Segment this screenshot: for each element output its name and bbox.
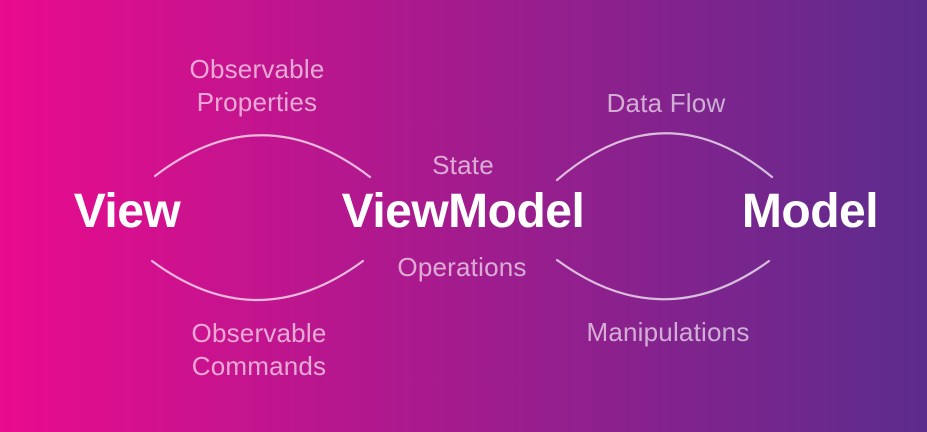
arc-model-to-viewmodel-bottom [555, 258, 771, 301]
arc-viewmodel-to-view-bottom [150, 259, 365, 302]
label-state: State [432, 150, 494, 180]
arc-view-to-viewmodel-top [153, 134, 372, 179]
label-operations: Operations [397, 252, 527, 282]
label-manipulations: Manipulations [586, 317, 750, 347]
label-observable-commands: Observable Commands [191, 318, 327, 381]
node-viewmodel: ViewModel [341, 185, 585, 238]
arc-viewmodel-to-model-top [555, 132, 774, 182]
label-data-flow: Data Flow [606, 88, 726, 118]
label-observable-properties: Observable Properties [189, 54, 325, 117]
node-view: View [73, 185, 181, 238]
node-model: Model [741, 185, 879, 238]
